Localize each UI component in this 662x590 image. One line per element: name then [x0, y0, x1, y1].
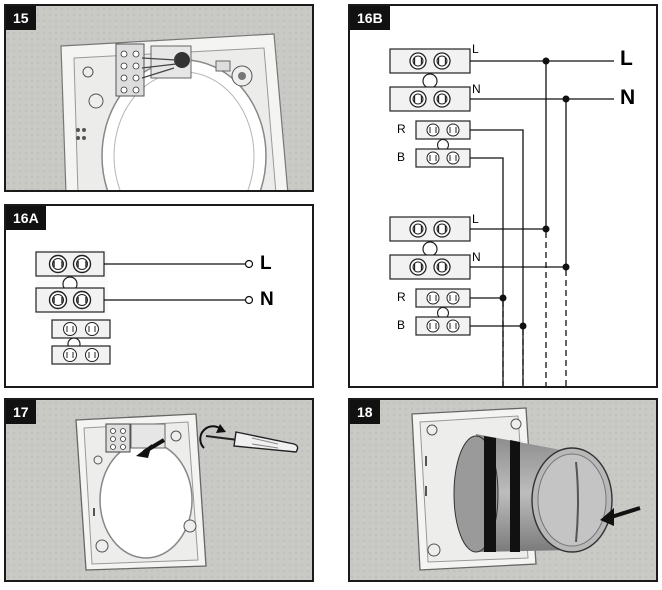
panel-16b: 16B L N L N R B L N R B [348, 4, 658, 388]
terminal-label-N-lower: N [472, 250, 481, 264]
supply-label-N: N [620, 86, 635, 110]
terminal-label-L-lower: L [472, 212, 479, 226]
label-N: N [260, 289, 274, 311]
panel-16a: 16A L N [4, 204, 314, 388]
terminal-label-R-upper: R [397, 122, 406, 136]
terminal-label-R-lower: R [397, 290, 406, 304]
panel-17-number: 17 [6, 400, 36, 424]
terminal-label-N-upper: N [472, 82, 481, 96]
panel-16b-number: 16B [350, 6, 390, 30]
panel-15-illustration [6, 6, 314, 192]
terminal-label-B-upper: B [397, 150, 405, 164]
label-L: L [260, 253, 272, 275]
panel-17-illustration [6, 400, 314, 582]
terminal-label-L-upper: L [472, 42, 479, 56]
supply-label-L: L [620, 47, 633, 71]
panel-18-number: 18 [350, 400, 380, 424]
panel-18: 18 [348, 398, 658, 582]
panel-16a-number: 16A [6, 206, 46, 230]
panel-17: 17 [4, 398, 314, 582]
terminal-label-B-lower: B [397, 318, 405, 332]
panel-15-number: 15 [6, 6, 36, 30]
panel-18-illustration [350, 400, 658, 582]
panel-15: 15 [4, 4, 314, 192]
